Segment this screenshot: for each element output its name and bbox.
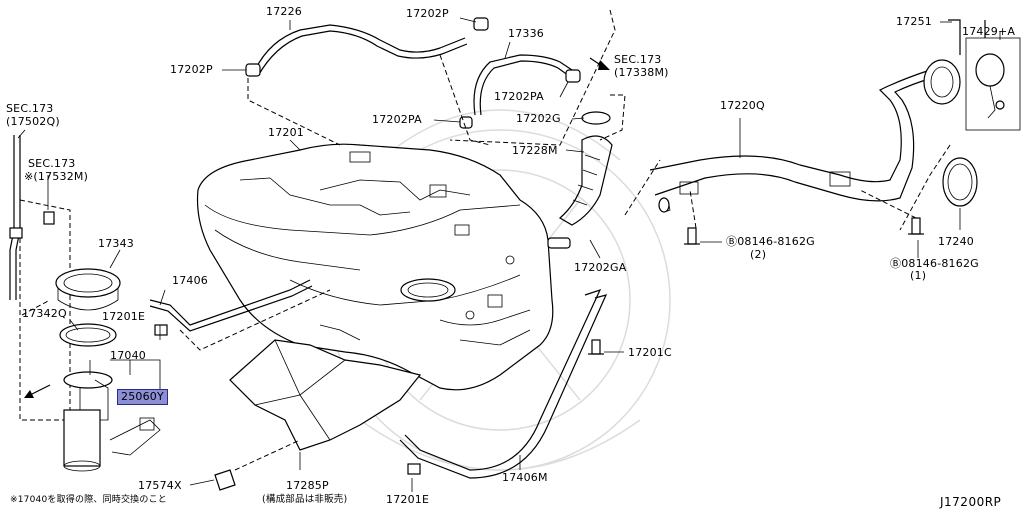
label-17201e-bottom: 17201E	[386, 493, 430, 506]
clip-17201e-a[interactable]	[154, 324, 168, 336]
label-sec173-17532m-ref: ※(17532M)	[24, 170, 89, 183]
label-bolt-qty-a: (2)	[750, 248, 767, 261]
grommet-17240[interactable]	[942, 157, 978, 207]
diagram-code: J17200RP	[940, 495, 1002, 509]
label-25060y-highlighted[interactable]: 25060Y	[117, 389, 168, 405]
hose-17336[interactable]	[473, 54, 576, 116]
label-17406: 17406	[172, 274, 208, 287]
label-sec173-17502q: SEC.173	[6, 102, 54, 115]
label-bolt-08146-8162g-a: Ⓑ08146-8162G	[726, 235, 815, 248]
label-17202ga: 17202GA	[574, 261, 627, 274]
label-17574x: 17574X	[138, 479, 182, 492]
label-sec173-17338m: SEC.173	[614, 53, 662, 66]
filler-tube-17220q[interactable]	[649, 69, 933, 213]
label-sec173-17532m: SEC.173	[28, 157, 76, 170]
label-17201: 17201	[268, 126, 304, 139]
label-17342q: 17342Q	[22, 307, 67, 320]
label-17336: 17336	[508, 27, 544, 40]
label-17202p-top: 17202P	[406, 7, 449, 20]
heat-insulator-17285p[interactable]	[229, 324, 422, 451]
lock-ring-17343[interactable]	[55, 268, 121, 311]
label-17201c: 17201C	[628, 346, 672, 359]
label-17285p-note: (構成部品は非販売)	[262, 494, 348, 505]
label-17201e-top: 17201E	[102, 310, 146, 323]
label-bolt-qty-b: (1)	[910, 269, 927, 282]
clip-17574x[interactable]	[214, 469, 236, 491]
label-17202pa-left: 17202PA	[372, 113, 422, 126]
fuel-cap-17429a[interactable]	[965, 37, 1021, 131]
label-bolt-08146-8162g-b: Ⓑ08146-8162G	[890, 257, 979, 270]
footnote: ※17040を取得の際、同時交換のこと	[10, 495, 167, 505]
vent-pipe-sec173-left[interactable]	[9, 135, 21, 300]
label-17202p-left: 17202P	[170, 63, 213, 76]
filler-neck-17251[interactable]	[923, 59, 961, 105]
label-17220q: 17220Q	[720, 99, 765, 112]
filler-hose-17228m[interactable]	[547, 111, 613, 249]
seal-ring-17342q[interactable]	[59, 323, 117, 347]
label-17202pa-right: 17202PA	[494, 90, 544, 103]
bolt-08146-8162g-a[interactable]	[684, 227, 700, 245]
label-sec173-17338m-ref: (17338M)	[614, 66, 669, 79]
clip-17201e-b[interactable]	[407, 463, 421, 475]
label-17406m: 17406M	[502, 471, 548, 484]
label-17202g: 17202G	[516, 112, 561, 125]
label-17228m: 17228M	[512, 144, 558, 157]
bolt-17201c[interactable]	[588, 339, 604, 355]
label-17343: 17343	[98, 237, 134, 250]
hose-17226[interactable]	[254, 24, 468, 77]
label-17226: 17226	[266, 5, 302, 18]
label-17251: 17251	[896, 15, 932, 28]
fuel-pump-17040[interactable]	[63, 371, 161, 472]
bolt-08146-8162g-b[interactable]	[908, 217, 924, 235]
fuel-tank[interactable]	[196, 143, 554, 391]
strap-17406m[interactable]	[399, 288, 608, 479]
label-17040: 17040	[110, 349, 146, 362]
label-17429a: 17429+A	[962, 25, 1016, 38]
strap-17406[interactable]	[149, 279, 313, 332]
label-17240: 17240	[938, 235, 974, 248]
label-17285p: 17285P	[286, 479, 329, 492]
label-sec173-17502q-ref: (17502Q)	[6, 115, 60, 128]
